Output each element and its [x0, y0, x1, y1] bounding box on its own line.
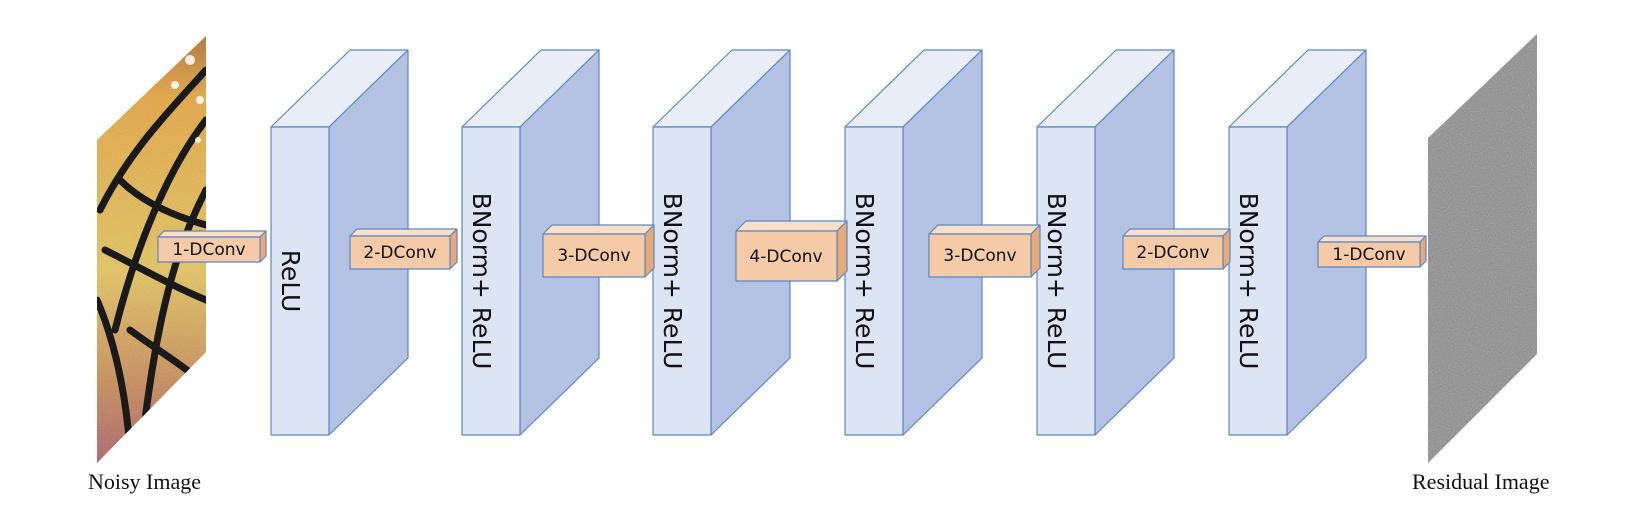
conv-box: 1-DConv: [157, 230, 267, 263]
output-caption: Residual Image: [1412, 469, 1549, 494]
block-front-face: [844, 126, 904, 436]
conv-box-front: [735, 230, 838, 282]
conv-label: 3-DConv: [557, 246, 630, 266]
conv-box-side: [836, 220, 848, 282]
conv-box-front: [542, 233, 646, 278]
conv-box-side: [1222, 228, 1231, 270]
block-label: BNorm+ ReLU: [467, 193, 496, 370]
conv-label: 2-DConv: [1136, 243, 1209, 263]
residual-image: [1428, 34, 1537, 463]
conv-box-side: [1419, 235, 1427, 268]
block-front-face: [1228, 126, 1288, 436]
conv-label: 2-DConv: [363, 243, 436, 263]
block-front-face: [461, 126, 521, 436]
block-front-face: [1036, 126, 1096, 436]
block-label: BNorm+ ReLU: [1042, 193, 1071, 370]
conv-box-front: [1317, 241, 1421, 268]
conv-label: 1-DConv: [172, 240, 245, 260]
conv-box-side: [449, 228, 458, 270]
conv-box-front: [928, 233, 1032, 278]
block-label: BNorm+ ReLU: [850, 193, 879, 370]
conv-box: 3-DConv: [928, 224, 1041, 278]
conv-box-top: [1317, 235, 1427, 243]
conv-box: 2-DConv: [349, 228, 458, 270]
conv-label: 1-DConv: [1332, 245, 1405, 265]
conv-box-top: [349, 228, 458, 237]
conv-box-front: [157, 236, 261, 263]
conv-box: 2-DConv: [1122, 228, 1231, 270]
conv-box-top: [928, 224, 1041, 235]
block-label: BNorm+ ReLU: [1234, 193, 1263, 370]
conv-box-side: [259, 230, 267, 263]
block: BNorm+ ReLU: [844, 49, 983, 436]
conv-box: 4-DConv: [735, 220, 848, 282]
conv-box-side: [644, 224, 655, 278]
conv-box: 1-DConv: [1317, 235, 1427, 268]
conv-box-side: [1030, 224, 1041, 278]
conv-box-front: [349, 235, 451, 270]
conv-box-top: [542, 224, 655, 235]
conv-label: 3-DConv: [943, 246, 1016, 266]
conv-box-top: [157, 230, 267, 238]
block-label: BNorm+ ReLU: [658, 193, 687, 370]
block-label: ReLU: [276, 250, 305, 313]
conv-box: 3-DConv: [542, 224, 655, 278]
input-caption: Noisy Image: [88, 469, 201, 494]
conv-box-front: [1122, 235, 1224, 270]
conv-label: 4-DConv: [749, 247, 822, 267]
block-front-face: [652, 126, 712, 436]
block-front-face: [270, 126, 330, 436]
conv-box-top: [735, 220, 848, 232]
conv-box-top: [1122, 228, 1231, 237]
